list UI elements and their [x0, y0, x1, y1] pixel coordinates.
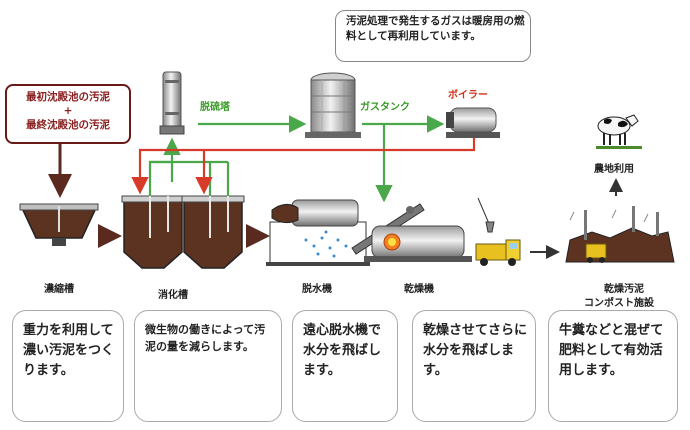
- desc-thickener: 重力を利用して濃い汚泥をつくります。: [12, 310, 124, 422]
- dump-truck-icon: [475, 239, 521, 266]
- digester-tank-1-icon: [121, 195, 185, 269]
- dryer-drum-icon: [351, 197, 495, 262]
- gas-tank-icon: [305, 72, 361, 138]
- compost-facility-icon: [565, 206, 675, 263]
- digester-tank-2-icon: [181, 195, 245, 269]
- gas-flow-arrows: [148, 115, 445, 203]
- label-agriculture: 農地利用: [594, 164, 634, 175]
- sludge-flow-arrows: [48, 144, 270, 248]
- label-boiler: ボイラー: [448, 90, 488, 101]
- label-thickener: 濃縮槽: [44, 284, 74, 295]
- desc-dryer: 乾燥させてさらに水分を飛ばします。: [412, 310, 536, 422]
- centrifuge-icon: [266, 199, 370, 266]
- desc-digester: 微生物の働きによって汚泥の量を減らします。: [134, 310, 282, 422]
- heat-flow-arrows: [131, 138, 476, 195]
- product-flow-arrows: [530, 178, 623, 259]
- label-gas-tank: ガスタンク: [360, 102, 410, 113]
- label-dryer: 乾燥機: [404, 284, 434, 295]
- label-compost-line-2: コンポスト施設: [584, 298, 654, 309]
- gas-reuse-note: 汚泥処理で発生するガスは暖房用の燃料として再利用しています。: [335, 10, 531, 62]
- source-sludge-box: 最初沈殿池の汚泥 + 最終沈殿池の汚泥: [5, 84, 131, 144]
- desc-dewatering: 遠心脱水機で水分を飛ばします。: [292, 310, 398, 422]
- source-plus: +: [63, 105, 73, 117]
- label-desulfurizer: 脱硫塔: [200, 102, 230, 113]
- source-line-1: 最初沈殿池の汚泥: [26, 91, 110, 103]
- label-digester: 消化槽: [158, 290, 188, 301]
- label-dewatering: 脱水機: [302, 284, 332, 295]
- cow-icon: [596, 114, 642, 149]
- boiler-icon: [446, 107, 500, 138]
- source-line-2: 最終沈殿池の汚泥: [26, 119, 110, 131]
- thickener-tank-icon: [19, 203, 99, 246]
- label-compost-line-1: 乾燥汚泥: [604, 284, 644, 295]
- desulfurizer-tower-icon: [159, 71, 185, 135]
- desc-compost: 牛糞などと混ぜて肥料として有効活用します。: [548, 310, 678, 422]
